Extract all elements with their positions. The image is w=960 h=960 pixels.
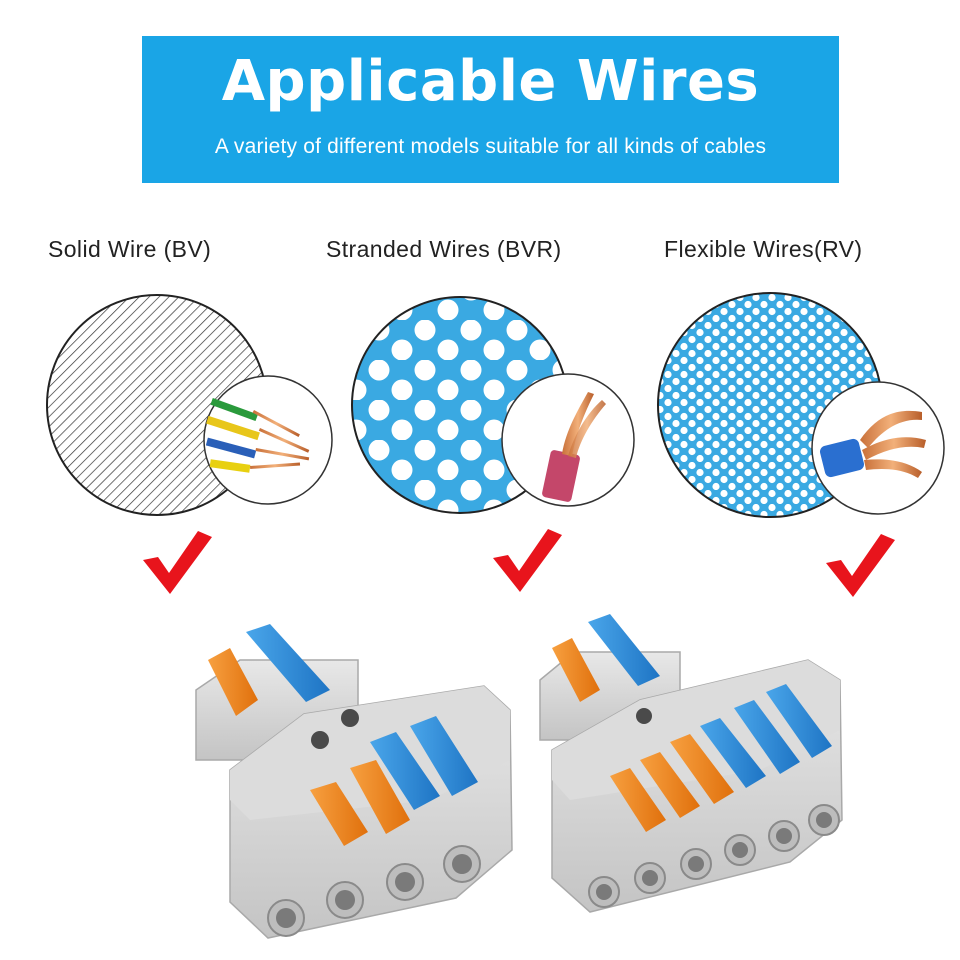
wire-label-stranded: Stranded Wires (BVR)	[326, 236, 562, 262]
wire-label-solid: Solid Wire (BV)	[48, 236, 212, 262]
solid-wire-photo	[203, 375, 333, 505]
banner-subtitle: A variety of different models suitable f…	[214, 135, 767, 158]
flexible-wire-photo	[811, 381, 945, 515]
stranded-wire-photo	[501, 373, 635, 507]
wire-label-flexible: Flexible Wires(RV)	[664, 236, 863, 262]
connector-2-4	[195, 624, 513, 939]
connector-2-6	[539, 614, 843, 913]
check-icon	[493, 529, 562, 592]
check-icon	[826, 534, 895, 597]
check-icon	[143, 531, 212, 594]
header-banner: Applicable Wires A variety of different …	[142, 36, 839, 183]
banner-title: Applicable Wires	[221, 49, 760, 114]
